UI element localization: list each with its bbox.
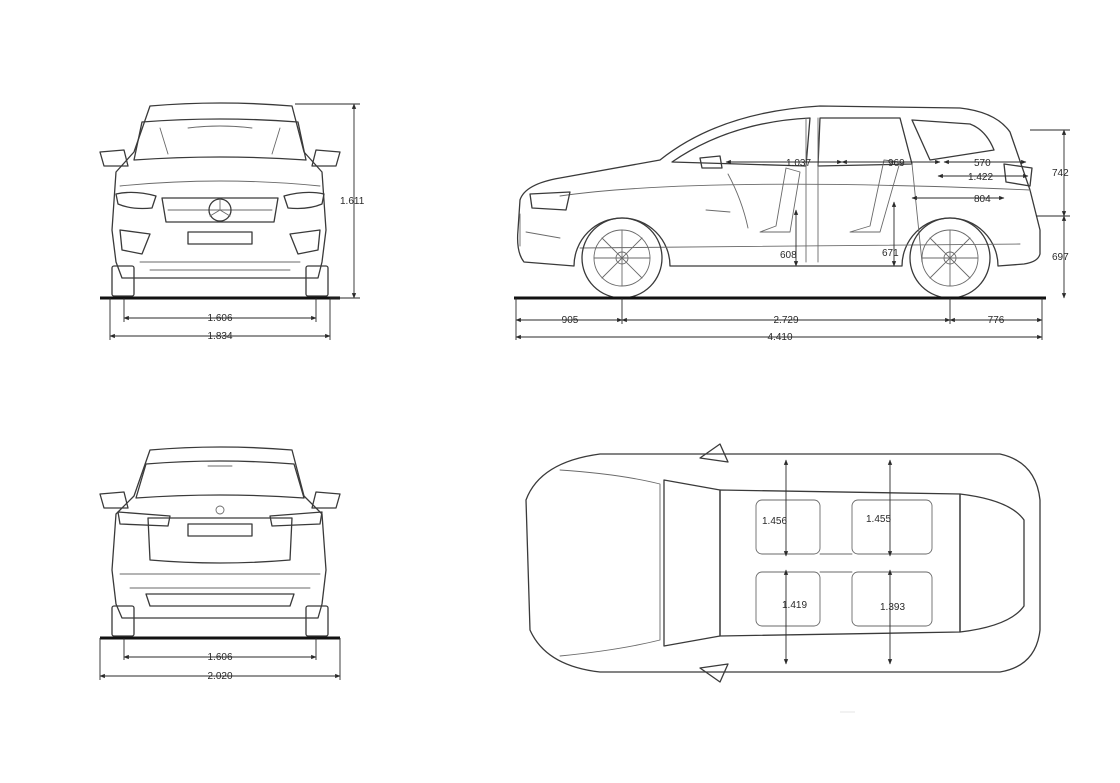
rear-elbow-width-label: 1.393	[880, 602, 905, 613]
rear-shoulder-width-label: 1.455	[866, 514, 891, 525]
trunk-opening-height-label: 742	[1052, 168, 1069, 179]
length-label: 4.410	[767, 332, 792, 343]
side-view: 1.037 969 570 1.422 804 608 671 742 697 …	[514, 105, 1070, 343]
front-width-label: 1.834	[207, 331, 232, 342]
rear-seat-height-label: 671	[882, 248, 899, 259]
front-seat-height-label: 608	[780, 250, 797, 261]
trunk-top-label: 570	[974, 158, 991, 169]
rear-width-label: 2.020	[207, 671, 232, 682]
trunk-floor-label: 804	[974, 194, 991, 205]
rear-track-label: 1.606	[207, 652, 232, 663]
rear-view: 1.606 2.020	[99, 446, 341, 682]
wheelbase-label: 2.729	[773, 315, 798, 326]
front-legroom-label: 1.037	[786, 158, 811, 169]
front-elbow-width-label: 1.419	[782, 600, 807, 611]
front-overhang-label: 905	[562, 315, 579, 326]
top-view: 1.456 1.455 1.419 1.393	[525, 443, 1041, 683]
front-shoulder-width-label: 1.456	[762, 516, 787, 527]
rear-overhang-label: 776	[988, 315, 1005, 326]
front-track-label: 1.606	[207, 313, 232, 324]
front-height-label: 1.611	[340, 196, 365, 207]
trunk-depth-label: 1.422	[968, 172, 993, 183]
watermark: —	[840, 703, 857, 720]
loading-sill-height-label: 697	[1052, 252, 1069, 263]
rear-legroom-label: 969	[888, 158, 905, 169]
front-view: 1.611 1.606 1.834	[99, 102, 365, 342]
